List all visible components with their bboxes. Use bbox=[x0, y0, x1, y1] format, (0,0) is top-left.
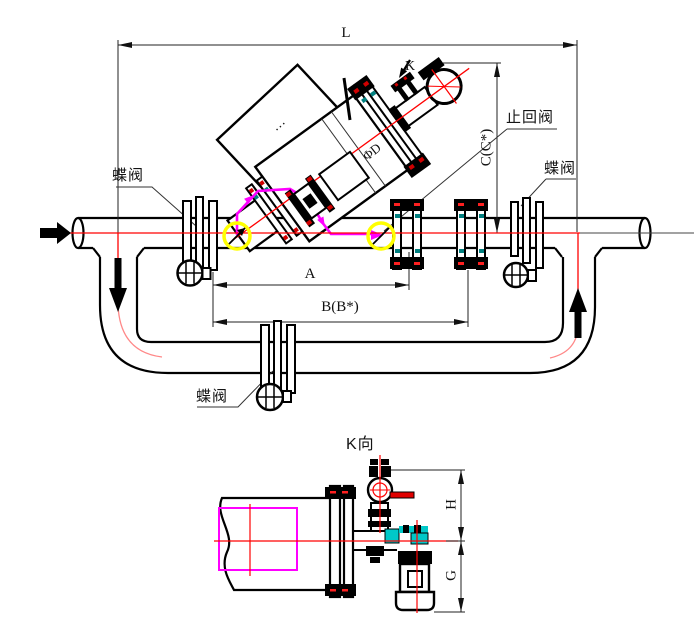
main-pipe bbox=[71, 216, 652, 375]
dim-C: C(C*) bbox=[478, 128, 495, 167]
k-view bbox=[214, 455, 465, 613]
butterfly-valve-bypass bbox=[255, 320, 296, 412]
dim-H: H bbox=[443, 499, 460, 510]
label-butterfly-valve-left: 蝶阀 bbox=[112, 167, 145, 184]
label-butterfly-valve-bypass: 蝶阀 bbox=[196, 388, 229, 405]
k-view-arrow bbox=[399, 59, 411, 78]
connection-point-left bbox=[222, 221, 252, 251]
label-k-arrow: K bbox=[405, 59, 416, 74]
k-view-title: K向 bbox=[346, 436, 375, 453]
dim-L: L bbox=[341, 25, 351, 41]
connection-point-right bbox=[366, 221, 396, 251]
dim-B: B(B*) bbox=[321, 299, 359, 315]
valve-handle bbox=[389, 491, 415, 499]
label-butterfly-valve-right: 蝶阀 bbox=[544, 160, 577, 177]
dimension-lines bbox=[117, 40, 694, 327]
dim-G: G bbox=[443, 570, 460, 581]
butterfly-valve-left bbox=[176, 196, 218, 287]
side-port bbox=[317, 150, 371, 202]
dimension-arrows bbox=[118, 42, 577, 325]
flow-arrows bbox=[40, 222, 587, 338]
check-valve-flanges bbox=[390, 199, 488, 270]
vent-rod bbox=[342, 77, 352, 121]
butterfly-valve-right bbox=[502, 197, 544, 289]
label-check-valve: 止回阀 bbox=[506, 109, 555, 126]
drain-fitting bbox=[284, 174, 336, 228]
dim-A: A bbox=[304, 266, 316, 282]
